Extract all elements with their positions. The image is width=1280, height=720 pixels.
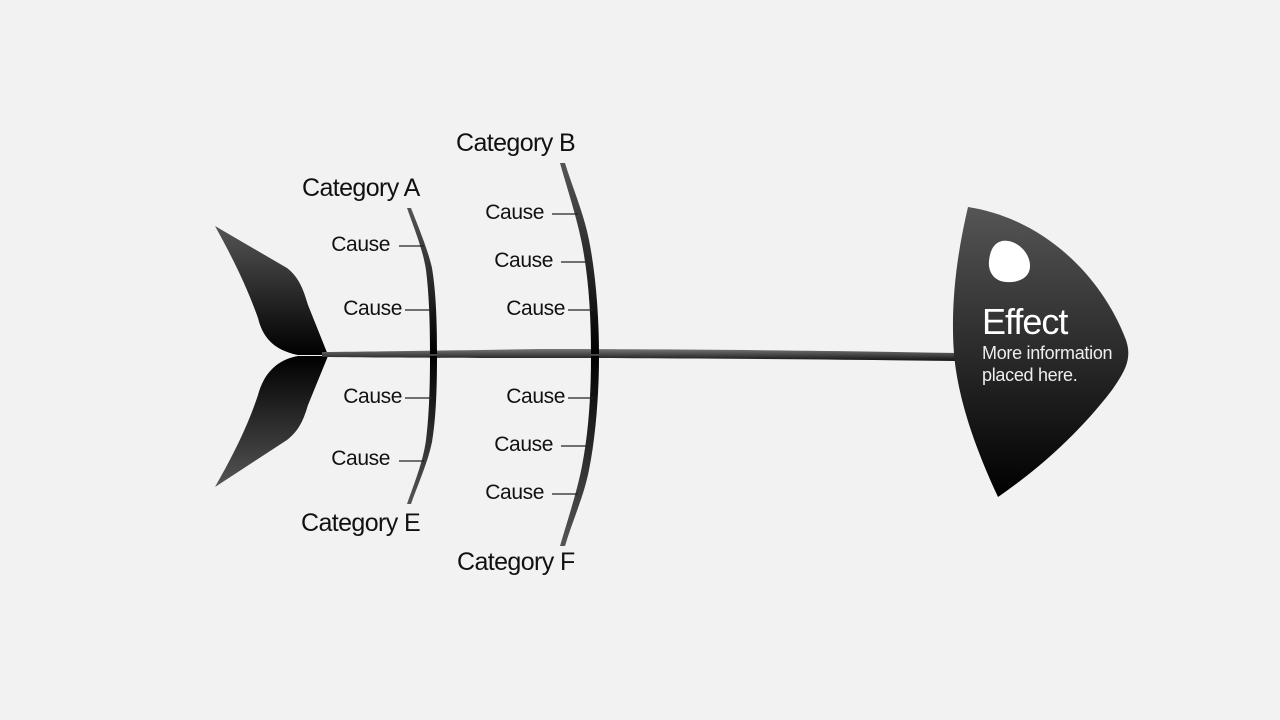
spine — [322, 349, 958, 361]
bone-category-e — [407, 356, 437, 504]
category-a-label: Category A — [302, 174, 420, 202]
tail-fin-upper — [215, 226, 328, 355]
effect-description: More information placed here. — [982, 343, 1113, 385]
fish-head — [952, 207, 1129, 497]
cause-label: Cause — [494, 433, 553, 456]
cause-label: Cause — [343, 297, 402, 320]
category-b-label: Category B — [456, 129, 576, 157]
category-f-label: Category F — [457, 548, 575, 576]
cause-label: Cause — [494, 249, 553, 272]
bone-category-f — [560, 356, 599, 546]
cause-label: Cause — [506, 385, 565, 408]
cause-label: Cause — [485, 201, 544, 224]
fish-eye — [988, 240, 1030, 283]
effect-title: Effect — [982, 301, 1068, 342]
cause-label: Cause — [343, 385, 402, 408]
bone-category-b — [560, 163, 599, 354]
tail-fin-lower — [215, 356, 328, 487]
cause-label: Cause — [506, 297, 565, 320]
category-e-label: Category E — [301, 509, 421, 537]
bone-category-a — [407, 208, 437, 354]
cause-label: Cause — [331, 447, 390, 470]
cause-label: Cause — [331, 233, 390, 256]
cause-label: Cause — [485, 481, 544, 504]
